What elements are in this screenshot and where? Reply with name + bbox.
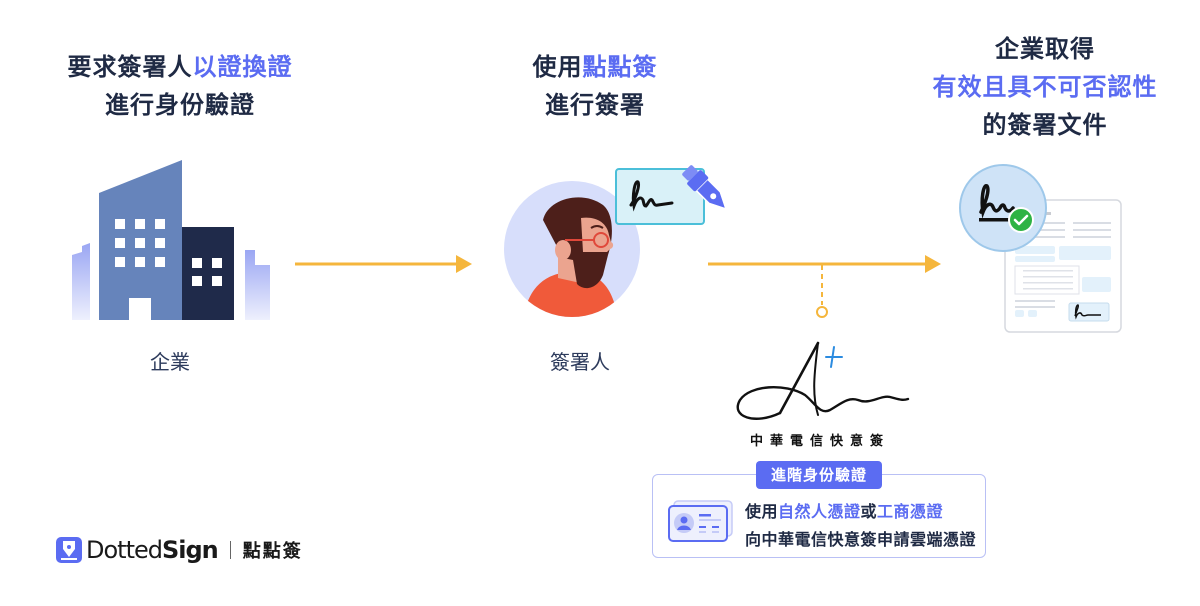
step2-heading-line2: 進行簽署 <box>545 91 645 119</box>
step3-heading-highlight: 有效且具不可否認性 <box>932 73 1158 101</box>
citizen-cert-highlight: 自然人憑證 <box>778 502 861 521</box>
advanced-verification-badge: 進階身份驗證 <box>756 461 882 489</box>
brand-name-bold: Sign <box>161 536 219 564</box>
signature-pen-icon <box>615 165 728 225</box>
signed-document-icon <box>959 164 1122 333</box>
signer-avatar-icon <box>504 181 640 317</box>
step1-heading-highlight: 以證換證 <box>192 53 293 81</box>
line1-or: 或 <box>860 502 878 521</box>
business-cert-highlight: 工商憑證 <box>877 502 944 521</box>
step1-heading: 要求簽署人以證換證 進行身份驗證 <box>20 48 340 124</box>
signer-label: 簽署人 <box>550 350 610 374</box>
arrow-right-icon <box>295 255 472 273</box>
brand-divider <box>229 541 231 559</box>
enterprise-label: 企業 <box>150 350 190 374</box>
arrow-right-with-branch-icon <box>708 255 941 318</box>
step3-heading-line3: 的簽署文件 <box>982 111 1108 139</box>
advanced-verification-line1: 使用自然人憑證或工商憑證 <box>745 498 943 522</box>
brand-logo: DottedSign 點點簽 <box>56 534 303 566</box>
step2-heading-text: 使用 <box>532 53 583 81</box>
step1-heading-text: 要求簽署人 <box>67 53 193 81</box>
id-card-icon <box>668 500 733 542</box>
cht-name: 中華電信快意簽 <box>749 434 890 449</box>
step2-heading: 使用點點簽 進行簽署 <box>495 48 695 124</box>
step2-heading-highlight: 點點簽 <box>582 53 658 81</box>
cht-a-plus-logo <box>736 341 910 420</box>
step1-heading-line2: 進行身份驗證 <box>105 91 255 119</box>
brand-name-light: Dotted <box>86 536 163 564</box>
brand-name-zh: 點點簽 <box>242 541 303 562</box>
building-icon <box>72 160 270 320</box>
advanced-verification-line2: 向中華電信快意簽申請雲端憑證 <box>745 530 977 549</box>
brand-name: DottedSign <box>86 536 219 564</box>
dottedsign-logo-icon <box>56 537 82 563</box>
line1-text: 使用 <box>745 502 779 521</box>
step3-heading: 企業取得 有效且具不可否認性 的簽署文件 <box>900 30 1190 144</box>
step3-heading-line1: 企業取得 <box>995 35 1095 63</box>
